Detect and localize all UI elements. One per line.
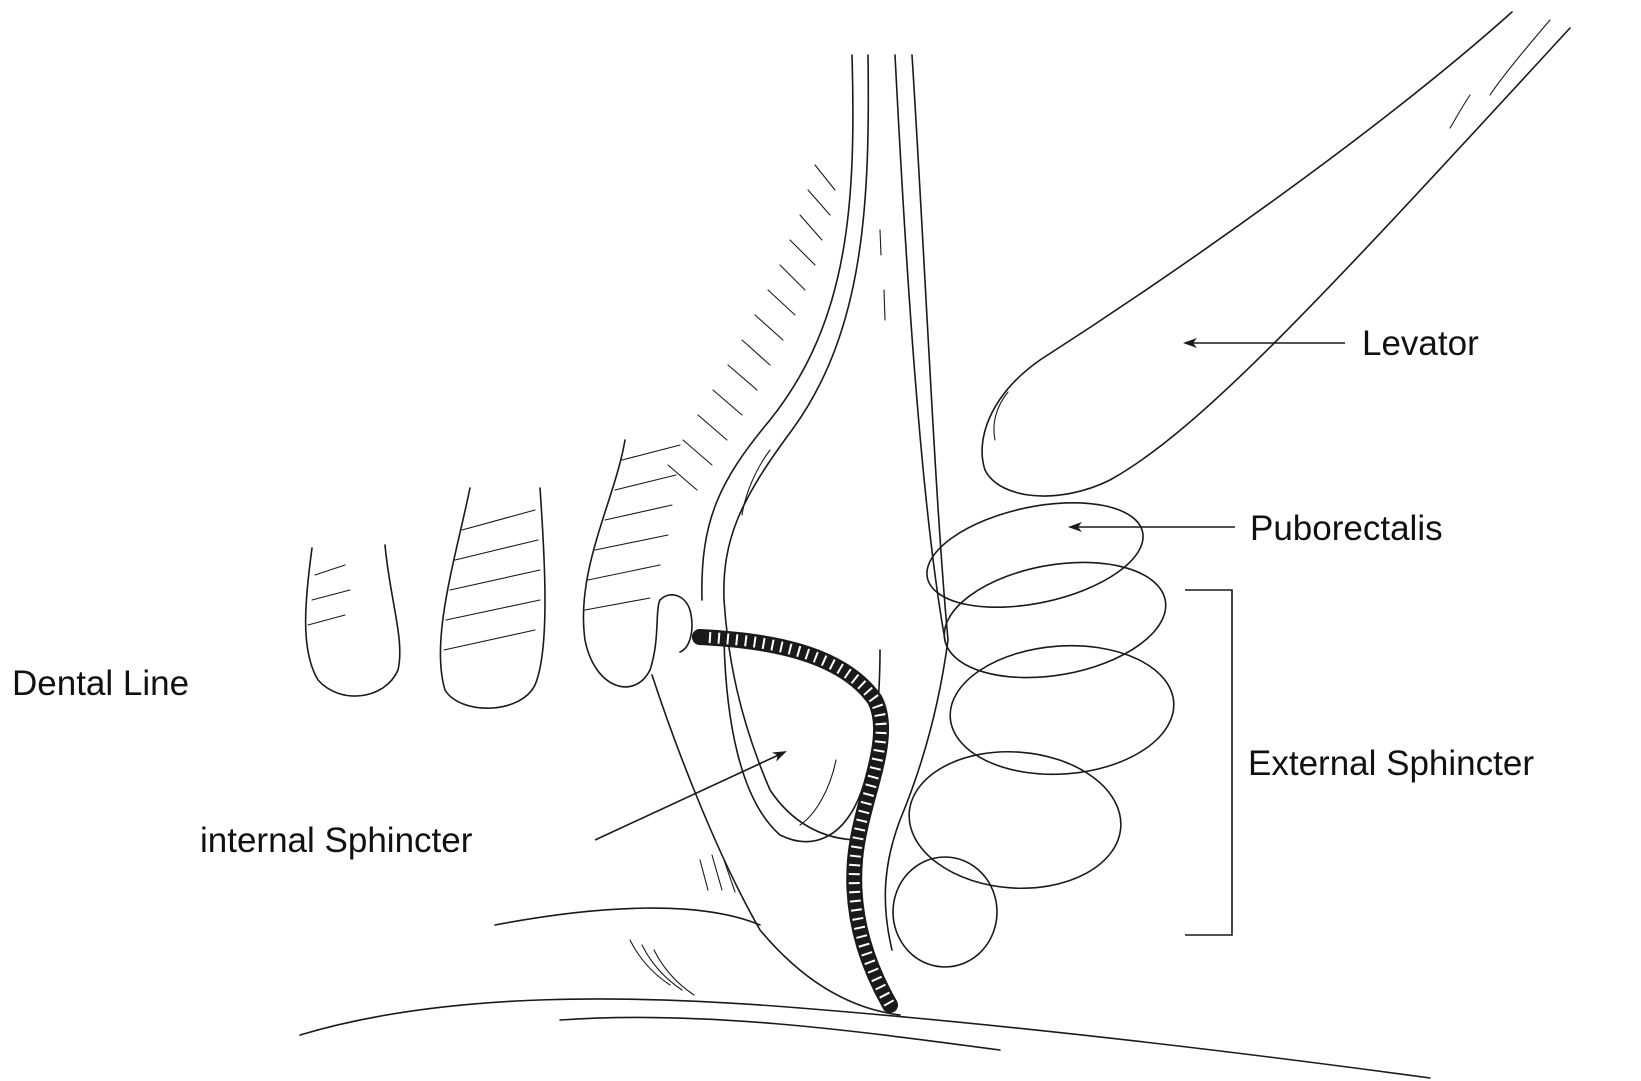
- levator-muscle: [982, 12, 1570, 496]
- fistula-tract: [692, 629, 890, 1005]
- puborectalis-label: Puborectalis: [1250, 509, 1443, 548]
- hair-strokes: [668, 165, 835, 490]
- internal-sphincter-arrow: [595, 752, 785, 840]
- dental-line-label: Dental Line: [12, 664, 189, 703]
- perianal-skin: [300, 675, 1430, 1078]
- external-sphincter-label: External Sphincter: [1248, 744, 1534, 783]
- external-sphincter-muscle: [893, 546, 1178, 967]
- puborectalis-muscle: [917, 485, 1152, 625]
- anal-columns: [306, 440, 692, 708]
- external-sphincter-bracket: [1185, 590, 1232, 935]
- anal-canal: [702, 55, 948, 950]
- levator-label: Levator: [1362, 324, 1479, 363]
- internal-sphincter-label: internal Sphincter: [200, 821, 473, 860]
